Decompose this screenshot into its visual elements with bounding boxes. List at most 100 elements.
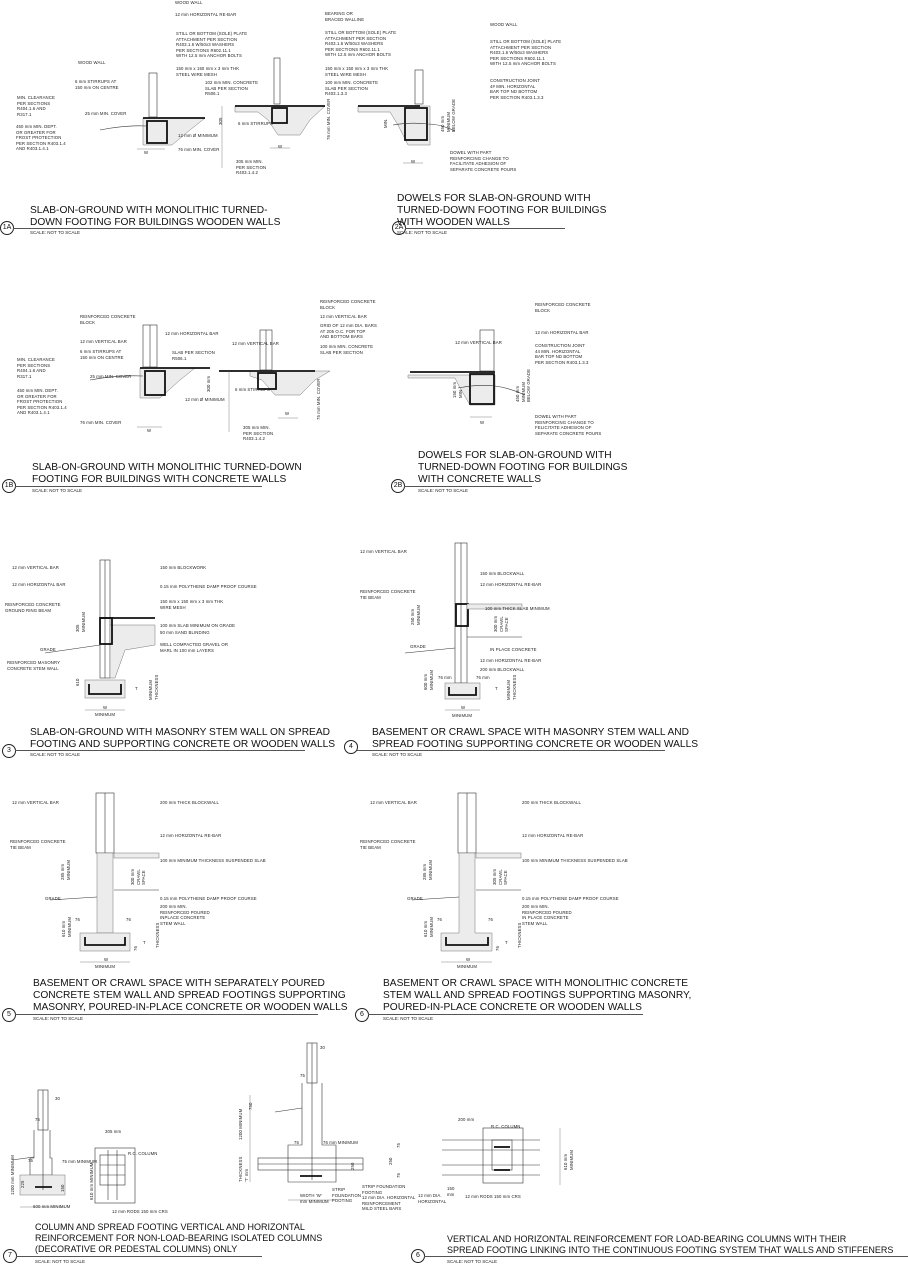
label: 610 mm MINIMUM [61, 916, 72, 937]
label: 100 mm MIN. CONCRETE SLAB PER SECTION [320, 344, 374, 355]
label: STILL OR BOTTOM (SOLE) PLATE ATTACHMENT … [490, 39, 562, 67]
detail-2b-section [407, 329, 526, 418]
label: 12 mm HORIZONTAL RE-BAR [175, 12, 237, 17]
label: STILL OR BOTTOM (SOLE) PLATE ATTACHMENT … [325, 30, 397, 58]
label: 285 mm MINIMUM [422, 859, 433, 880]
label: 150 mm BLOCKWALL [480, 571, 525, 576]
label: 200 mm THICK BLOCKWALL [160, 800, 220, 805]
label: 200 mm MIN. REINFORCED POURED IN PLACE C… [522, 904, 572, 926]
label: T [135, 686, 138, 691]
scale-note: SCALE: NOT TO SCALE [372, 752, 423, 757]
label: 1200 mm MINIMUM [10, 1155, 15, 1195]
label: 75 mm MIN. COVER [316, 378, 321, 420]
label: MINIMUM [452, 713, 473, 718]
label: MINIMUM THICKNESS [148, 674, 159, 701]
label: GRADE [40, 647, 56, 652]
label: 12 mm HORIZONTAL BAR [12, 582, 66, 587]
detail-marker: 1B [2, 479, 16, 493]
label: 0.15 mm POLYTHENE DAMP PROOF COURSE [522, 896, 619, 901]
label: 12 mm Ø MINIMUM [185, 397, 225, 402]
label: 6 mm STIRRUPS [235, 387, 270, 392]
detail-title: COLUMN AND SPREAD FOOTING VERTICAL AND H… [35, 1222, 323, 1254]
label: THICKNESS 'T' mm [238, 1156, 249, 1183]
detail-marker: 3 [2, 744, 16, 758]
label: 25 mm MIN. COVER [85, 111, 127, 116]
label: MINIMUM THICKNESS [506, 674, 517, 701]
label: WOOD WALL [175, 0, 203, 5]
label: 305 mm MIN. PER SECTION R403.1.4.2 [243, 425, 274, 442]
label: 610 [75, 678, 80, 686]
label: 12 mm VERTICAL BAR [12, 800, 59, 805]
scale-note: SCALE: NOT TO SCALE [30, 752, 81, 757]
label: 610 mm MINIMUM [423, 916, 434, 937]
label: W [285, 411, 290, 416]
label: CONSTRUCTION JOINT 44 MIN. HORIZONTAL BA… [535, 343, 589, 365]
label: 600 mm MINIMUM [33, 1204, 71, 1209]
label: REINFORCED CONCRETE BLOCK [80, 314, 136, 325]
scale-note: SCALE: NOT TO SCALE [32, 488, 83, 493]
label: 12 mm HORIZONTAL BAR [165, 331, 219, 336]
label: 450 mm MIN. DEPT. OR GREATER FOR FROST P… [17, 388, 67, 416]
label: T [495, 686, 498, 691]
detail-1b-left-section [89, 324, 210, 428]
scale-note: SCALE: NOT TO SCALE [35, 1259, 86, 1264]
label: 1200 MINIMUM [238, 1108, 243, 1140]
label: 102 mm MIN. CONCRETE SLAB PER SECTION R5… [205, 80, 259, 97]
label: MIN. CLEARANCE PER SECTIONS R404.1.6 AND… [17, 357, 55, 379]
label: REINFORCED CONCRETE TIE BEAM [360, 839, 416, 850]
title-underline [15, 750, 305, 751]
label: 150 mm x 150 mm x 3 mm THK WIRE MESH [160, 599, 224, 610]
label: DOWEL WITH PART REINFORCING CHANGE TO FE… [535, 414, 602, 436]
label: REINFORCED CONCRETE BLOCK [320, 299, 376, 310]
label: 76 mm MIN. COVER [326, 98, 331, 140]
title-underline [404, 486, 532, 487]
label: 76 mm MIN. COVER [80, 420, 122, 425]
label: MIN. [383, 118, 388, 128]
label: REINFORCED CONCRETE TIE BEAM [10, 839, 66, 850]
label: 76 mm MIN. COVER [178, 147, 220, 152]
label: MINIMUM [95, 712, 116, 717]
label: 100 mm MINIMUM THICKNESS SUSPENDED SLAB [160, 858, 266, 863]
label: 12 mm HORIZONTAL RE-BAR [522, 833, 584, 838]
label: REINFORCED CONCRETE BLOCK [535, 302, 591, 313]
label: 76 [488, 917, 493, 922]
detail-title: DOWELS FOR SLAB-ON-GROUND WITH TURNED-DO… [418, 450, 628, 485]
label: 600 mm MINIMUM [423, 669, 434, 690]
label: MINIMUM [457, 964, 478, 969]
detail-3-section [44, 559, 156, 711]
label: 305 mm MIN. PER SECTION R403.1.4.2 [236, 159, 267, 176]
label: 12 mm VERTICAL BAR [232, 341, 279, 346]
label: 12 mm Ø MINIMUM [178, 133, 218, 138]
label: CONSTRUCTION JOINT 4# MIN. HORIZONTAL BA… [490, 78, 544, 100]
detail-title: DOWELS FOR SLAB-ON-GROUND WITH TURNED-DO… [397, 193, 607, 228]
label: THICKNESS [517, 922, 522, 949]
scale-note: SCALE: NOT TO SCALE [397, 230, 448, 235]
label: BEARING OR BRACED WALLINE [325, 11, 365, 22]
label: 30 [320, 1045, 325, 1050]
label: WELL COMPACTED GRAVEL OR MARL IN 100 mm … [160, 642, 229, 653]
label: 250 mm MINIMUM [410, 604, 421, 625]
label: W [411, 159, 416, 164]
title-underline [357, 750, 665, 751]
label: 225 [20, 1180, 25, 1188]
label: 76 mm [476, 675, 490, 680]
title-underline [368, 1014, 643, 1015]
detail-5-section [49, 792, 160, 963]
detail-title: SLAB-ON-GROUND WITH MONOLITHIC TURNED- D… [30, 205, 281, 228]
label: 12 mm HORIZONTAL RE-BAR [160, 833, 222, 838]
detail-1b-middle-section [219, 329, 331, 432]
label: WOOD WALL [490, 22, 518, 27]
label: 150 mm [447, 1186, 455, 1197]
label: 12 mm HORIZONTAL RE-BAR [480, 582, 542, 587]
label: IN PLACE CONCRETE [490, 647, 537, 652]
title-underline [15, 486, 262, 487]
label: 305 mm CRAWL SPACE [492, 868, 509, 885]
label: 76 [133, 946, 138, 951]
label: STRIP FOUNDATION FOOTING [332, 1187, 362, 1204]
detail-6-section [411, 792, 522, 963]
label: 76 [75, 917, 80, 922]
label: W [104, 957, 109, 962]
label: 75 mm MINIMUM [62, 1159, 97, 1164]
label: R.C. COLUMN [491, 1124, 521, 1129]
label: GRADE [407, 896, 423, 901]
